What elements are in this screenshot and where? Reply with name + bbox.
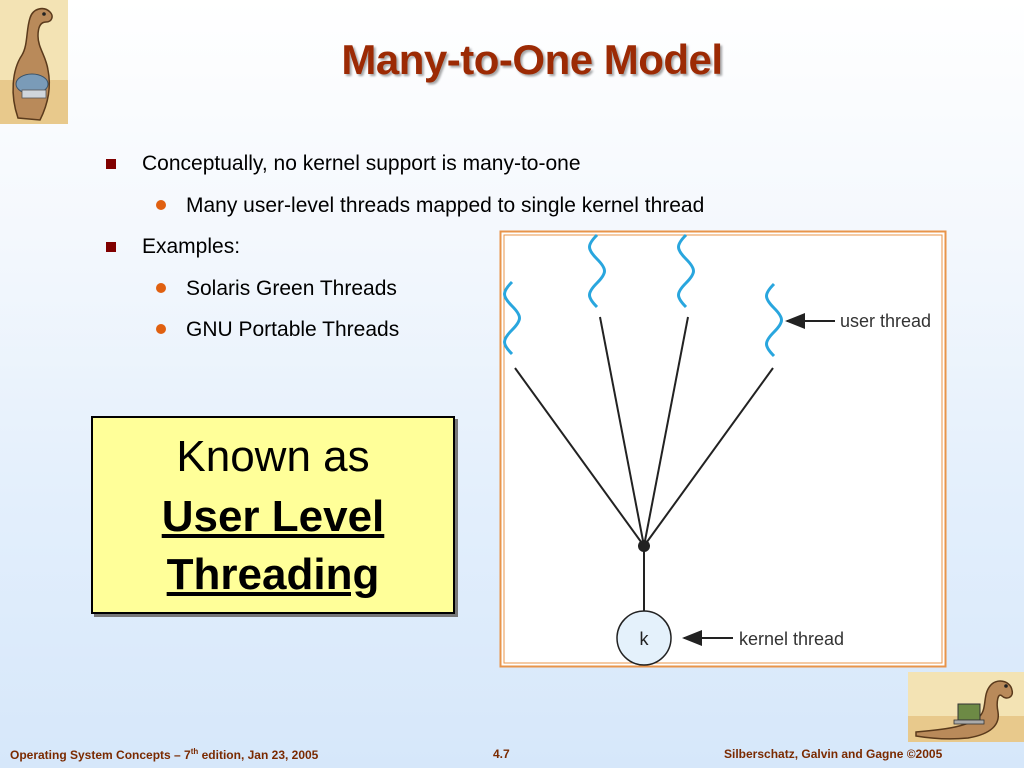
mapping-line <box>599 316 645 547</box>
callout-box: Known as User Level Threading <box>91 416 455 614</box>
diagram-inner-frame <box>503 234 943 664</box>
bullet-text: Examples: <box>142 235 241 258</box>
kernel-thread-node <box>616 610 672 666</box>
mapping-line <box>643 316 689 547</box>
dinosaur-computer-icon <box>908 672 1024 742</box>
footer-slide-number: 4.7 <box>493 747 510 761</box>
callout-line-2: User Level <box>161 492 385 541</box>
callout-line-3: Threading <box>166 550 380 599</box>
round-bullet-icon <box>156 200 166 210</box>
sub-bullet-text: Many user-level threads mapped to single… <box>186 194 705 217</box>
square-bullet-icon <box>106 242 116 252</box>
user-thread-wave <box>588 233 606 309</box>
kernel-node-label: k <box>640 629 650 649</box>
footer-course: Operating System Concepts – 7th edition,… <box>10 747 319 762</box>
bullet-text: Conceptually, no kernel support is many-… <box>142 152 581 175</box>
round-bullet-icon <box>156 324 166 334</box>
many-to-one-diagram: k user thread kernel thread <box>499 230 947 668</box>
user-thread-wave <box>677 233 695 309</box>
sub-bullet-text: Solaris Green Threads <box>186 277 397 300</box>
footer-copyright: Silberschatz, Galvin and Gagne ©2005 <box>724 747 943 761</box>
sub-bullet-text: GNU Portable Threads <box>186 318 400 341</box>
dinosaur-logo-icon <box>0 0 68 124</box>
user-thread-label: user thread <box>840 311 931 331</box>
diagram-frame <box>499 230 947 668</box>
square-bullet-icon <box>106 159 116 169</box>
kernel-thread-label: kernel thread <box>739 629 844 649</box>
round-bullet-icon <box>156 283 166 293</box>
user-thread-wave <box>503 280 521 356</box>
mapping-line <box>514 367 645 547</box>
slide-title: Many-to-One Model <box>341 36 723 83</box>
mapping-line <box>643 367 774 547</box>
callout-line-1: Known as <box>176 432 370 481</box>
user-thread-wave <box>765 282 783 358</box>
